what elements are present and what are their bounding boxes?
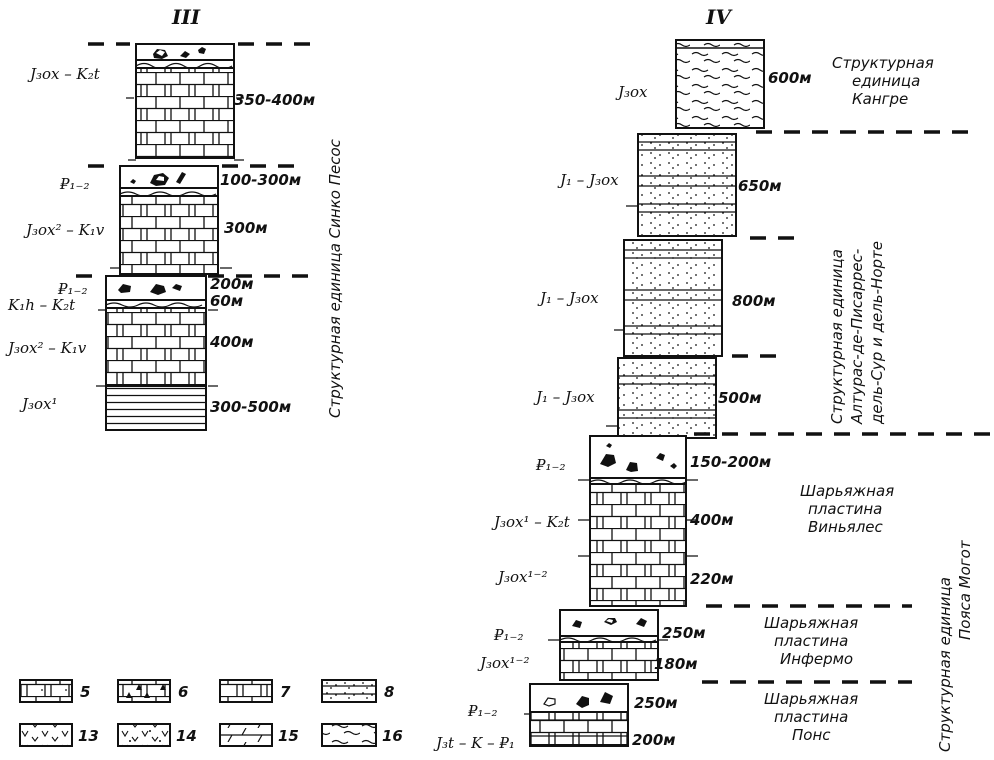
col4-label-p12-b: ₽₁₋₂: [493, 626, 524, 644]
legend-num-16: 16: [382, 727, 403, 745]
col3-thickness-200: 200м: [210, 275, 254, 293]
legend-num-8: 8: [384, 683, 394, 701]
col3-label-p12-b: ₽₁₋₂: [57, 280, 88, 298]
col4-label-j1-j3ox-b: J₁ – J₃ox: [537, 289, 599, 307]
col3-label-p12-a: ₽₁₋₂: [59, 175, 90, 193]
col4-thickness-220: 220м: [690, 570, 734, 588]
col3-block-2: [119, 165, 219, 275]
col4-block-800: [623, 239, 723, 357]
col4-unit-pons: Шарьяжная пластина Понс: [764, 690, 863, 744]
col3-unit-sinko-pesos: Структурная единица Синко Песос: [326, 138, 344, 418]
col3-label-j3ox-k2t: J₃ox – K₂t: [27, 65, 101, 83]
col4-unit-altura-1: Структурная единица: [828, 249, 846, 424]
col4-thickness-200: 200м: [632, 731, 676, 749]
col4-label-j3ox12-b: J₃ox¹⁻²: [477, 654, 529, 672]
col3-label-j3ox2-k1v-a: J₃ox² – K₁v: [23, 221, 105, 239]
col4-block-infermo: [559, 609, 659, 681]
col3-label-j3ox1: J₃ox¹: [19, 395, 58, 413]
col3-thickness-400: 400м: [209, 333, 254, 351]
legend-item-15: 15: [219, 723, 299, 747]
col4-thickness-650: 650м: [738, 177, 782, 195]
legend-item-14: 14: [117, 723, 197, 747]
col4-label-j3ox12-a: J₃ox¹⁻²: [495, 568, 547, 586]
col4-label-j3ox: J₃ox: [615, 83, 648, 101]
col3-thickness-350-400: 350-400м: [234, 91, 315, 109]
legend-num-14: 14: [176, 727, 197, 745]
col4-unit-vinales: Шарьяжная пластина Виньялес: [800, 482, 899, 536]
legend-item-13: 13: [19, 723, 99, 747]
col4-label-j3ox1-k2t: J₃ox¹ – K₂t: [491, 513, 571, 531]
legend-item-7: 7: [219, 679, 291, 703]
col4-block-kangre: [675, 39, 765, 129]
col4-label-p12-a: ₽₁₋₂: [535, 456, 566, 474]
col3-thickness-300-500: 300-500м: [210, 398, 291, 416]
col4-thickness-600: 600м: [768, 69, 812, 87]
legend-num-7: 7: [280, 683, 291, 701]
legend-num-6: 6: [178, 683, 188, 701]
col3-block-1: [135, 43, 235, 159]
legend-item-6: 6: [117, 679, 188, 703]
col4-unit-mogote-2: Пояса Могот: [956, 539, 974, 640]
col4-thickness-250-b: 250м: [634, 694, 678, 712]
col4-thickness-150-200: 150-200м: [690, 453, 771, 471]
col4-thickness-500: 500м: [718, 389, 762, 407]
col3-label-k1h-k2t: K₁h – K₂t: [7, 296, 76, 314]
col4-unit-infermo: Шарьяжная пластина Инфермо: [764, 614, 863, 668]
legend-num-15: 15: [278, 727, 299, 745]
legend-item-8: 8: [321, 679, 394, 703]
col4-block-pons: [529, 683, 629, 747]
col4-block-vinales: [589, 435, 687, 607]
col3-thickness-300: 300м: [224, 219, 268, 237]
legend-num-5: 5: [80, 683, 90, 701]
col3-block-3: [105, 275, 207, 431]
col4-label-j1-j3ox-c: J₁ – J₃ox: [533, 388, 595, 406]
col4-label-j3t-k-p1: J₃t – K – ₽₁: [433, 734, 515, 752]
col4-unit-kangre: Структурная единица Кангре: [832, 54, 939, 108]
col4-thickness-800: 800м: [732, 292, 776, 310]
col4-thickness-250-a: 250м: [662, 624, 706, 642]
col4-thickness-180: 180м: [654, 655, 698, 673]
col4-unit-altura-3: дель-Сур и дель-Норте: [868, 241, 886, 425]
column-iii-header: III: [171, 5, 201, 29]
col4-unit-altura-2: Алтурас-де-Писаррес-: [848, 249, 866, 425]
legend-item-16: 16: [321, 723, 403, 747]
legend-item-5: 5: [19, 679, 90, 703]
legend-num-13: 13: [78, 727, 99, 745]
col4-thickness-400: 400м: [689, 511, 734, 529]
column-iv-header: IV: [705, 5, 733, 29]
col4-label-j1-j3ox-a: J₁ – J₃ox: [557, 171, 619, 189]
col4-unit-mogote-1: Структурная единица: [936, 577, 954, 752]
col4-label-p12-c: ₽₁₋₂: [467, 702, 498, 720]
col3-thickness-100-300: 100-300м: [220, 171, 301, 189]
col3-thickness-60: 60м: [210, 292, 243, 310]
legend: 5 6 7 8 13 14 15 1: [19, 679, 403, 747]
col4-block-500: [617, 357, 717, 439]
col3-label-j3ox2-k1v-b: J₃ox² – K₁v: [5, 339, 87, 357]
col4-block-650: [637, 133, 737, 237]
